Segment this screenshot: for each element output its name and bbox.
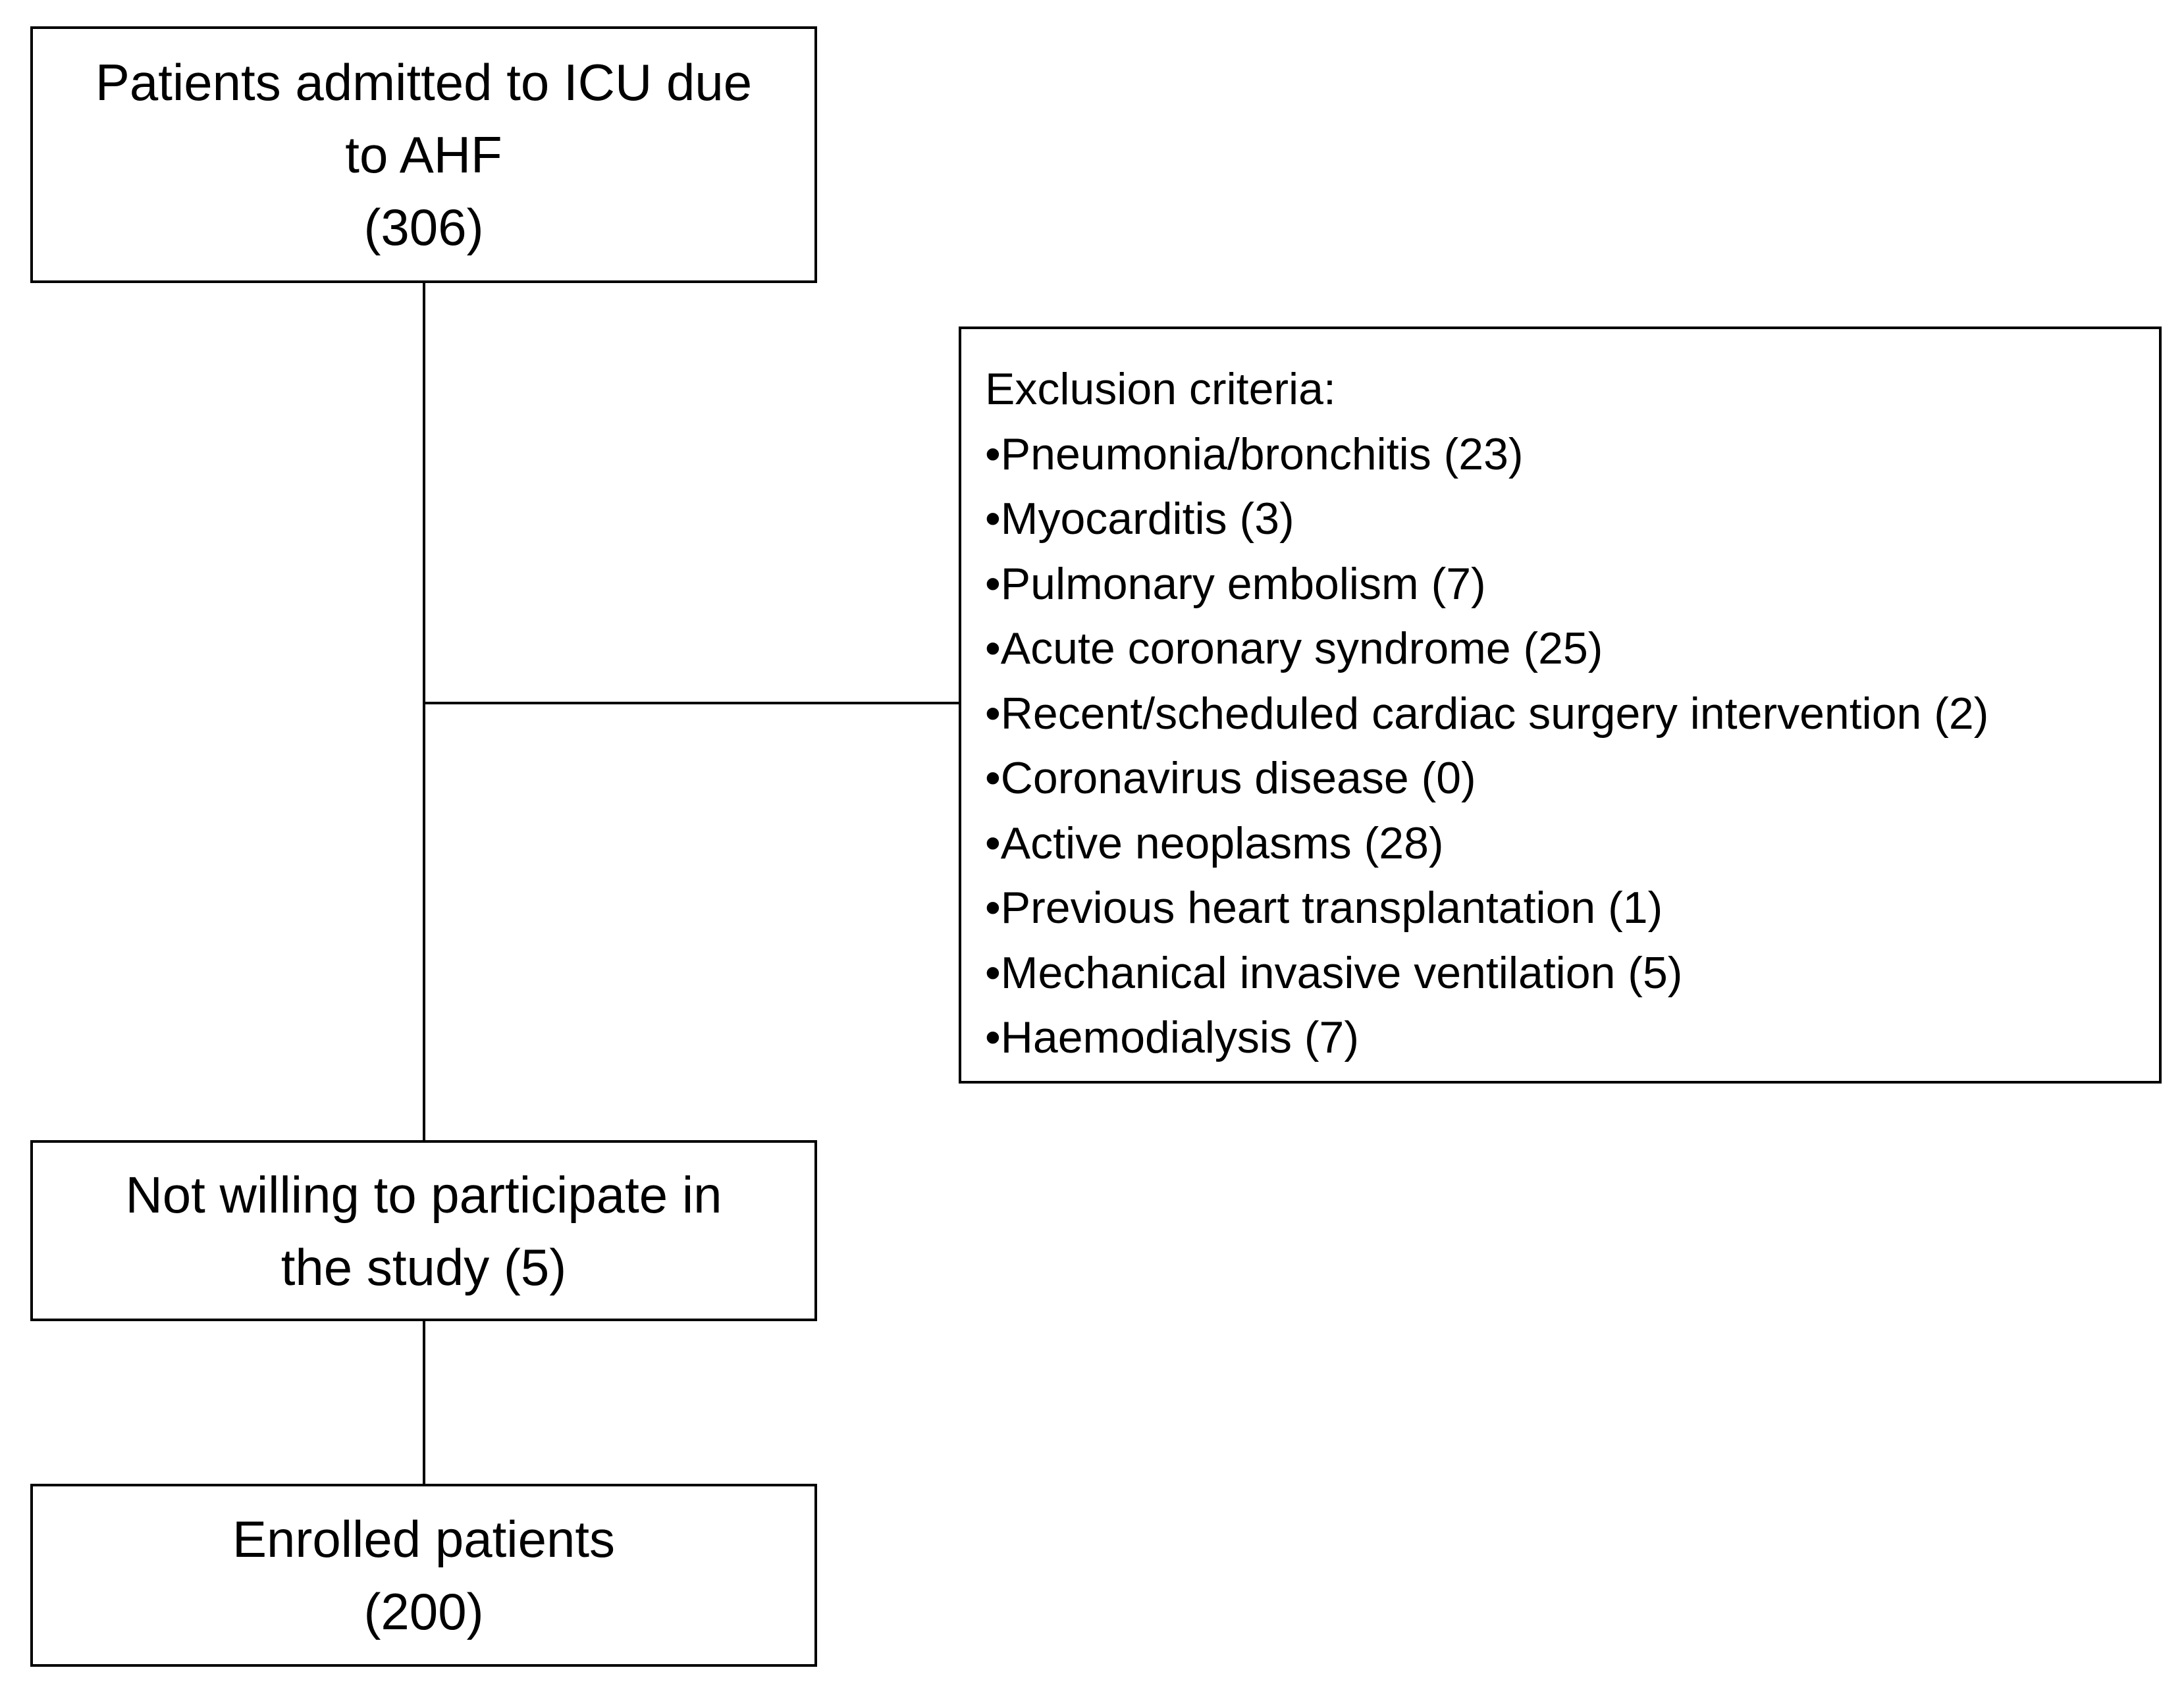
exclusion-item: •Pneumonia/bronchitis (23) [985, 429, 1524, 479]
enrolled-patients-box: Enrolled patients (200) [30, 1484, 817, 1667]
exclusion-item: •Recent/scheduled cardiac surgery interv… [985, 688, 1989, 739]
exclusion-item: •Acute coronary syndrome (25) [985, 623, 1603, 673]
exclusion-criteria-box: Exclusion criteria: •Pneumonia/bronchiti… [959, 327, 2162, 1084]
exclusion-item: •Pulmonary embolism (7) [985, 558, 1486, 609]
exclusion-item: •Active neoplasms (28) [985, 818, 1444, 868]
connector-not-willing-to-enrolled [423, 1320, 425, 1486]
admitted-label-line-1: Patients admitted to ICU due [95, 53, 753, 111]
admitted-patients-box: Patients admitted to ICU due to AHF (306… [30, 26, 817, 283]
enrolled-count: (200) [363, 1583, 484, 1640]
exclusion-item: •Mechanical invasive ventilation (5) [985, 947, 1683, 998]
enrolled-label: Enrolled patients [232, 1510, 616, 1568]
admitted-count: (306) [363, 198, 484, 256]
not-willing-label-line-1: Not willing to participate in [125, 1165, 722, 1224]
exclusion-item: •Coronavirus disease (0) [985, 753, 1476, 803]
not-willing-box: Not willing to participate in the study … [30, 1140, 817, 1321]
not-willing-label-line-2: the study (5) [280, 1238, 567, 1296]
exclusion-item: •Haemodialysis (7) [985, 1012, 1359, 1062]
connector-to-exclusion [423, 702, 960, 704]
exclusion-item: •Previous heart transplantation (1) [985, 883, 1663, 933]
admitted-label-line-2: to AHF [345, 126, 502, 184]
connector-admitted-to-not-willing [423, 282, 425, 1141]
exclusion-heading: Exclusion criteria: [985, 364, 1336, 414]
exclusion-item: •Myocarditis (3) [985, 494, 1294, 544]
